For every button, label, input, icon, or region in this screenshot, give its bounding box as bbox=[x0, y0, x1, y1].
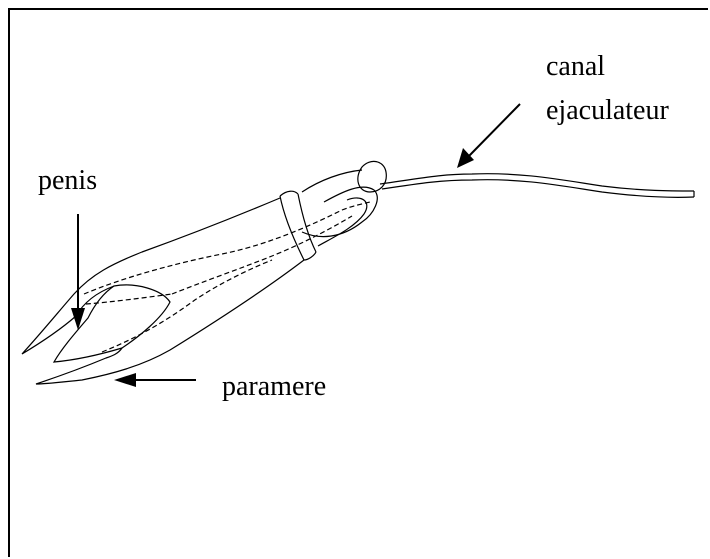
paramere-arrowhead bbox=[114, 373, 136, 387]
figure-frame: penis paramere canal ejaculateur bbox=[8, 8, 708, 557]
anatomy-drawing bbox=[10, 10, 708, 557]
ejaculatory-canal-inner bbox=[382, 180, 694, 198]
canal-arrowhead bbox=[457, 148, 474, 168]
paramere-upper bbox=[22, 198, 280, 354]
label-paramere: paramere bbox=[222, 370, 326, 404]
label-ejaculateur: ejaculateur bbox=[546, 94, 669, 128]
penis-tube bbox=[84, 202, 370, 294]
label-penis: penis bbox=[38, 164, 97, 198]
canal-arrow bbox=[468, 104, 520, 157]
label-canal: canal bbox=[546, 50, 605, 84]
